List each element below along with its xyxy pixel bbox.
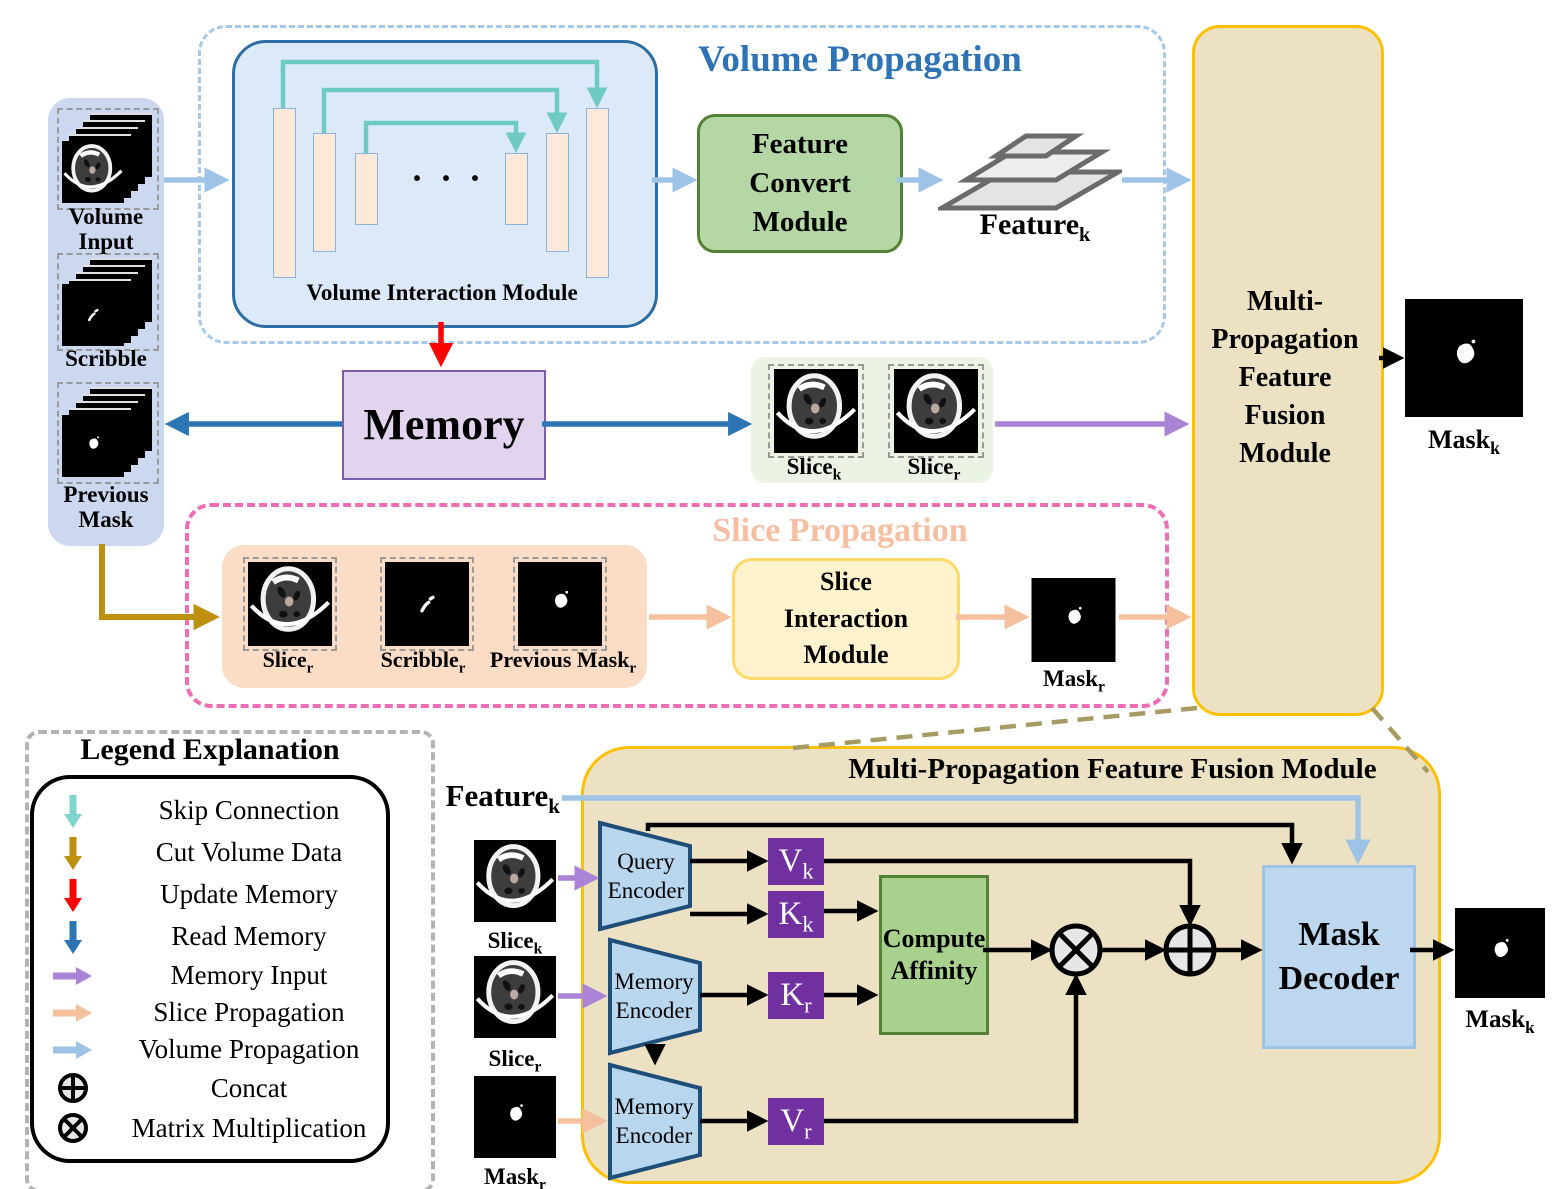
volume-propagation-arrow-icon <box>34 1039 112 1061</box>
slice-k-label: Slicek <box>786 454 842 484</box>
volume-input-stack <box>57 108 159 210</box>
memory-input-arrow-icon <box>34 965 112 987</box>
compute-affinity-box: Compute Affinity <box>879 875 989 1035</box>
unet-bar-4 <box>505 153 528 225</box>
memory-encoder-2-label: Memory Encoder <box>614 1094 694 1148</box>
feature-planes-icon <box>938 133 1122 211</box>
k-k-chip: Kk <box>768 891 824 938</box>
sp-scribble-r-label: Scribbler <box>380 647 466 677</box>
mask-k-label: Maskk <box>1428 425 1500 459</box>
volume-input-label: Volume Input <box>68 204 144 255</box>
legend-item-read-memory: Read Memory <box>34 919 386 955</box>
memory-encoder-1-label: Memory Encoder <box>614 969 694 1023</box>
scribble-icon <box>62 284 124 346</box>
sim-line3: Module <box>803 640 889 670</box>
brain-ct-icon <box>248 562 332 646</box>
scribble-stack <box>57 253 159 351</box>
sp-slice-r-frame <box>243 557 337 651</box>
unet-bar-2 <box>313 133 336 252</box>
volume-propagation-title: Volume Propagation <box>698 39 1022 80</box>
previous-mask-label: Previous Mask <box>63 482 149 533</box>
legend-item-cut-volume-data: Cut Volume Data <box>34 835 386 871</box>
detail-mask-r-label: Maskr <box>484 1164 546 1189</box>
cut-volume-arrow-icon <box>34 835 112 871</box>
mask-decoder-box: Mask Decoder <box>1262 865 1416 1049</box>
detail-slice-k-image <box>474 836 556 926</box>
fcm-line3: Module <box>752 206 848 239</box>
v-k-chip: Vk <box>768 838 824 885</box>
mask-r-label: Maskr <box>1043 666 1105 696</box>
slice-propagation-title: Slice Propagation <box>712 512 968 549</box>
mask-icon <box>518 562 602 646</box>
brain-ct-icon <box>893 369 979 453</box>
volume-interaction-module-label: Volume Interaction Module <box>306 280 578 305</box>
slice-k-frame <box>768 364 864 458</box>
legend-region <box>25 730 435 1189</box>
unet-dots: · · · <box>410 158 486 198</box>
matrix-multiplication-icon <box>34 1111 112 1145</box>
sp-slice-r-label: Slicer <box>262 647 314 677</box>
v-r-chip: Vr <box>768 1098 824 1145</box>
legend-box: Skip Connection Cut Volume Data Update M… <box>30 775 390 1163</box>
mask-k-image <box>1405 299 1523 417</box>
skip-connection-arrow-icon <box>34 793 112 829</box>
legend-item-memory-input: Memory Input <box>34 960 386 991</box>
concat-icon <box>34 1071 112 1105</box>
volume-propagation-region <box>198 25 1166 344</box>
legend-title: Legend Explanation <box>80 733 340 766</box>
unet-bar-1 <box>273 108 296 278</box>
detail-mask-k-label: Maskk <box>1465 1006 1535 1037</box>
sp-previous-mask-r-label: Previous Maskr <box>489 647 637 677</box>
query-encoder-label: Query Encoder <box>607 849 685 903</box>
scribble-icon <box>385 562 469 646</box>
sim-line1: Slice <box>819 567 872 597</box>
detail-mask-r-image <box>474 1076 556 1158</box>
legend-item-slice-propagation: Slice Propagation <box>34 997 386 1028</box>
brain-ct-icon <box>62 141 124 203</box>
detail-title: Multi-Propagation Feature Fusion Module <box>848 753 1377 785</box>
slice-r-label: Slicer <box>907 454 961 484</box>
unet-bar-6 <box>586 108 609 278</box>
feature-k-label: Featurek <box>979 208 1091 246</box>
fcm-line1: Feature <box>751 127 849 160</box>
detail-slice-k-label: Slicek <box>487 928 543 958</box>
detail-slice-r-image <box>474 952 556 1042</box>
update-memory-arrow-icon <box>34 877 112 913</box>
unet-bar-3 <box>355 153 378 225</box>
sp-previous-mask-r-frame <box>513 557 607 651</box>
mask-icon <box>62 415 124 477</box>
unet-bar-5 <box>546 133 569 252</box>
legend-item-concat: Concat <box>34 1071 386 1105</box>
sim-line2: Interaction <box>783 603 909 633</box>
scribble-label: Scribble <box>65 346 147 371</box>
memory-label: Memory <box>363 400 525 450</box>
legend-item-skip-connection: Skip Connection <box>34 793 386 829</box>
multi-propagation-feature-fusion-module <box>1192 25 1384 716</box>
detail-mask-k-image <box>1455 908 1545 998</box>
k-r-chip: Kr <box>768 972 824 1019</box>
memory-box: Memory <box>342 370 546 480</box>
slice-interaction-module: Slice Interaction Module <box>732 558 960 680</box>
slice-propagation-arrow-icon <box>34 1002 112 1024</box>
sp-scribble-r-frame <box>380 557 474 651</box>
brain-ct-icon <box>773 369 859 453</box>
read-memory-arrow-icon <box>34 919 112 955</box>
fusion-box-label: Multi- Propagation Feature Fusion Module <box>1211 286 1359 470</box>
fcm-line2: Convert <box>749 166 851 199</box>
detail-feature-k-label: Featurek <box>445 778 560 819</box>
slice-r-frame <box>888 364 984 458</box>
feature-convert-module: Feature Convert Module <box>697 114 903 253</box>
legend-item-matrix-multiplication: Matrix Multiplication <box>34 1111 386 1145</box>
mask-r-image <box>1031 578 1116 662</box>
legend-item-update-memory: Update Memory <box>34 877 386 913</box>
legend-item-volume-propagation: Volume Propagation <box>34 1034 386 1065</box>
previous-mask-stack <box>57 382 159 484</box>
detail-slice-r-label: Slicer <box>488 1046 542 1076</box>
